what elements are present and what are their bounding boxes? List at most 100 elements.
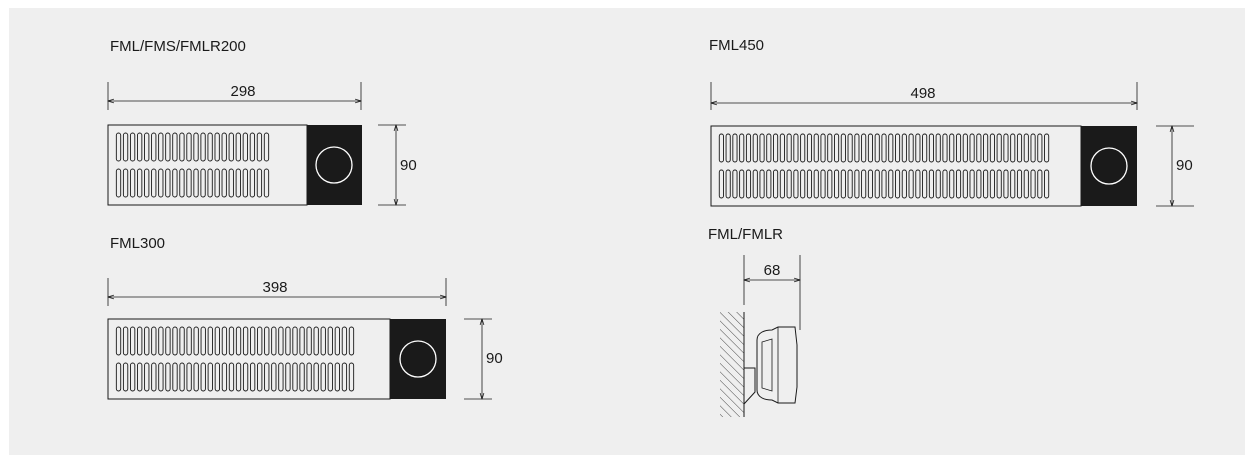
grille-slot [122,326,129,356]
grille-slot [834,133,840,163]
grille-slot [306,362,312,392]
grille-slot [779,169,785,199]
grille-slot [718,169,724,199]
depth-dimension-label: 68 [764,262,781,279]
grille-slot [264,362,270,392]
grille-slot [129,168,136,198]
grille-slot [949,169,955,199]
grille-slot [115,362,122,392]
grille-slot [718,133,724,163]
height-dimension-label: 90 [1176,157,1193,174]
grille-slot [725,169,731,199]
grille-slot [221,132,227,162]
model-title: FML300 [110,235,165,252]
grille-slot [976,133,982,163]
grille-slot [915,133,921,163]
grille-slot [144,326,150,356]
grille-slot [228,326,235,356]
grille-slot [901,169,907,199]
grille-slot [158,168,164,198]
grille-slot [115,168,122,198]
grille-slot [820,169,826,199]
grille-slot [908,169,914,199]
grille-slot [151,362,157,392]
grille-slot [264,326,270,356]
grille-slot [759,133,765,163]
grille-slot [235,168,241,198]
model-title: FML450 [709,37,764,54]
grille-slot [193,326,199,356]
grille-slot [922,133,928,163]
grille-slot [813,169,819,199]
grille-slot [306,326,312,356]
grille-slot [228,168,234,198]
heater-fml200: FML/FMS/FMLR200 298 90 [107,38,417,206]
grille-slot [278,326,284,356]
grille-slot [179,326,185,356]
grille-slot [165,326,171,356]
grille-slot [186,362,192,392]
grille-slot [271,362,277,392]
grille-slot [214,132,220,162]
wall-bracket [743,367,756,405]
grille-slot [1030,133,1036,163]
grille-slot [214,326,220,356]
grille-slot [200,362,206,392]
grille-slot [144,132,150,162]
grille-slot [800,169,806,199]
grille-slot [292,326,298,356]
grille-slot [820,133,826,163]
grille-slot [165,168,171,198]
grille-slot [962,133,968,163]
grille-slot [158,326,164,356]
grille-slot [806,133,813,163]
grille-slot [257,326,263,356]
grille-slot [221,362,228,392]
grille-slot [766,133,772,163]
grille-slot [996,133,1002,163]
grille-slot [942,169,948,199]
grille-slot [348,362,355,392]
grille-slot [207,168,213,198]
grille-slot [1023,169,1029,199]
grille-slot [271,326,277,356]
grille-slot [228,132,234,162]
grille-slot [172,326,178,356]
height-dimension-label: 90 [400,157,417,174]
grille-slot [341,362,348,392]
grille-slot [867,169,873,199]
grille-slot [348,326,355,356]
grille-slot [861,169,867,199]
grille-slot [915,169,921,199]
height-dimension-label: 90 [486,350,503,367]
grille-slot [299,362,305,392]
heater-grille [115,326,355,392]
grille-slot [1010,169,1016,199]
grille-slot [854,133,860,163]
grille-slot [745,169,752,199]
grille-slot [861,133,867,163]
grille-slot [235,326,242,356]
control-knob-icon [1090,147,1128,185]
grille-slot [1037,133,1043,163]
grille-slot [739,169,745,199]
grille-slot [881,169,887,199]
grille-slot [334,362,340,392]
grille-slot [908,133,914,163]
grille-slot [179,362,185,392]
grille-slot [786,133,792,163]
grille-slot [151,326,157,356]
grille-slot [257,362,263,392]
grille-slot [732,133,738,163]
grille-slot [888,133,894,163]
grille-slot [1044,169,1050,199]
grille-slot [256,132,263,162]
grille-slot [983,133,989,163]
grille-slot [256,168,263,198]
grille-slot [235,132,241,162]
model-title: FML/FMS/FMLR200 [110,38,246,55]
grille-slot [193,168,199,198]
grille-slot [144,362,150,392]
grille-slot [834,169,840,199]
grille-slot [1010,133,1016,163]
